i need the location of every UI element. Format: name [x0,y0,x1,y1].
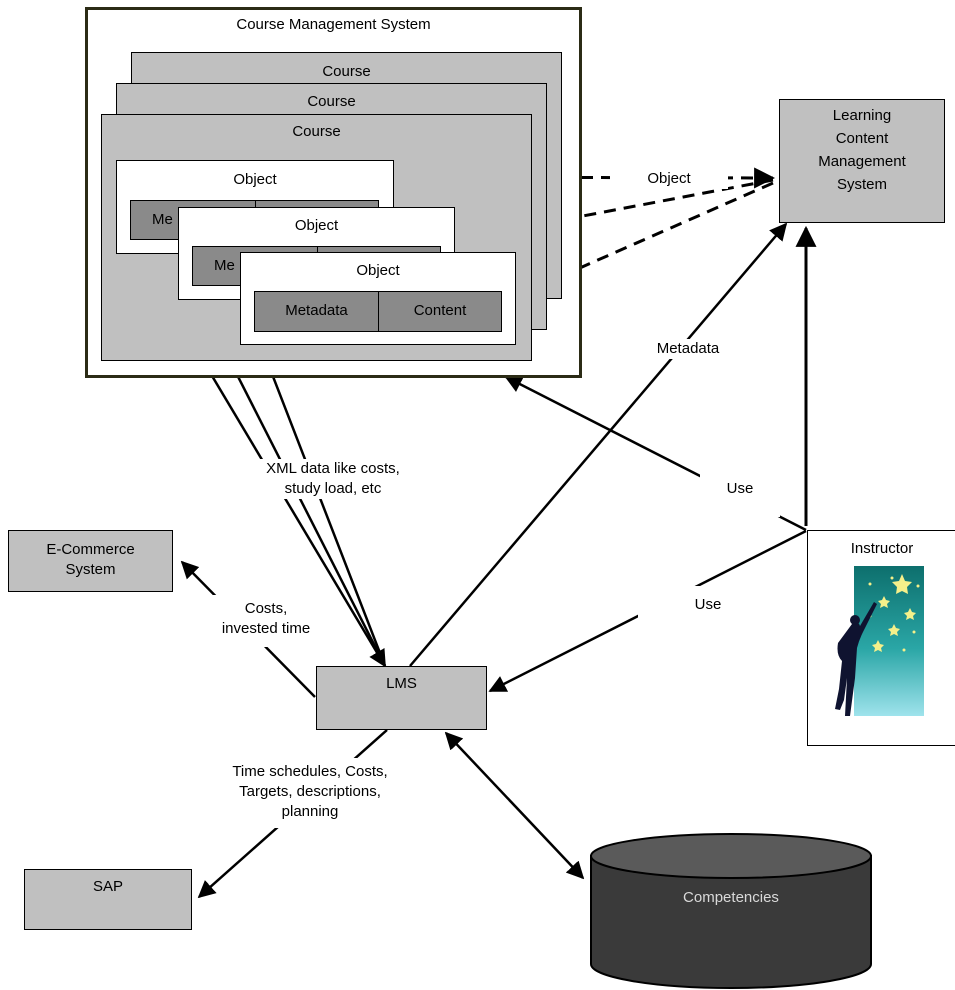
course-label-front: Course [292,123,341,140]
sap-label: SAP [92,878,123,895]
content-cell-3 [378,291,502,332]
metadata-label-3: Metadata [285,302,348,319]
ecommerce-label: E-Commerce System [46,541,135,578]
metadata-label-2: Me [214,257,235,274]
object-edge-label: Object [610,169,728,189]
lcms-label: Learning Content Management System [818,107,906,193]
lms-competencies-arrow [444,731,585,880]
content-label-3: Content [413,302,467,319]
instructor-label: Instructor [850,540,914,557]
object-title-1: Object [233,171,277,188]
schedules-edge-label: Time schedules, Costs, Targets, descript… [215,758,405,828]
object-title-3: Object [356,262,400,279]
cms-title: Course Management System [236,16,431,33]
ecommerce-box [8,530,173,592]
metadata-label-1: Me [152,211,173,228]
sap-box [24,869,192,930]
use-mid-edge-label: Use [638,586,778,627]
use-top-edge-label: Use [700,474,780,517]
metadata-cell-3 [254,291,379,332]
object-arrow-3 [514,181,774,299]
person-reaching-stars-icon [835,566,924,716]
course-label-back: Course [322,63,371,80]
competencies-label: Competencies [683,889,779,906]
costs-edge-label: Costs, invested time [196,595,336,647]
metadata-arrow [409,222,788,667]
course-label-middle: Course [307,93,356,110]
metadata-edge-label: Metadata [643,339,733,359]
lcms-box [779,99,945,223]
lms-label: LMS [386,675,417,692]
lms-box [316,666,487,730]
object-title-2: Object [294,217,339,234]
xml-edge-label: XML data like costs, study load, etc [222,459,444,499]
competencies-database [590,833,872,989]
